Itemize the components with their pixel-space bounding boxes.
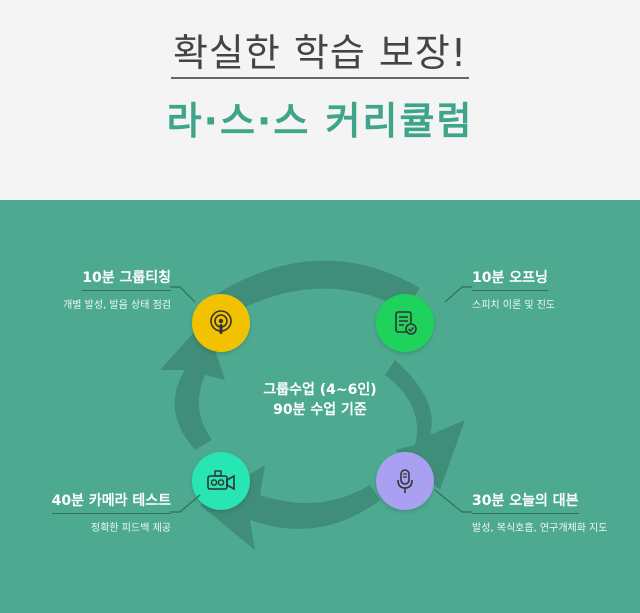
- step-title: 30분 오늘의 대본: [472, 490, 579, 514]
- step-desc: 개별 발성, 발음 상태 점검: [63, 300, 171, 311]
- step-node-opening: [376, 294, 434, 352]
- step-title: 10분 그룹티칭: [82, 267, 171, 291]
- video-camera-icon: [207, 470, 235, 491]
- arrow-left: [160, 320, 225, 450]
- document-check-icon: [395, 311, 417, 335]
- step-label-script: 30분 오늘의 대본 발성, 복식호흡, 연구개체화 지도: [472, 490, 632, 534]
- header-section: 확실한 학습 보장! 라·스·스 커리큘럼: [0, 0, 640, 200]
- step-label-camera-test: 40분 카메라 테스트 정확한 피드백 제공: [16, 490, 171, 534]
- step-label-group-teaching: 10분 그룹티칭 개별 발성, 발음 상태 점검: [36, 267, 171, 311]
- headline: 확실한 학습 보장!: [0, 22, 640, 79]
- connector-lines: [170, 286, 472, 513]
- center-line-1: 그룹수업 (4~6인): [263, 382, 377, 398]
- center-line-2: 90분 수업 기준: [273, 402, 367, 418]
- step-label-opening: 10분 오프닝 스피치 이론 및 진도: [472, 267, 622, 311]
- step-desc: 스피치 이론 및 진도: [472, 300, 556, 311]
- step-desc: 정확한 피드백 제공: [91, 523, 171, 534]
- step-node-camera-test: [192, 452, 250, 510]
- subheadline: 라·스·스 커리큘럼: [166, 99, 474, 143]
- podcast-icon: [210, 310, 232, 334]
- headline-text: 확실한 학습 보장!: [170, 31, 470, 79]
- curriculum-section: 그룹수업 (4~6인) 90분 수업 기준 10분 그룹티칭 개별 발성, 발음…: [0, 200, 640, 613]
- step-desc: 발성, 복식호흡, 연구개체화 지도: [472, 523, 608, 534]
- step-node-group-teaching: [192, 294, 250, 352]
- center-info: 그룹수업 (4~6인) 90분 수업 기준: [220, 380, 420, 420]
- step-title: 10분 오프닝: [472, 267, 548, 291]
- step-title: 40분 카메라 테스트: [51, 490, 171, 514]
- step-node-script: [376, 452, 434, 510]
- microphone-icon: [397, 469, 413, 493]
- arrow-top: [215, 260, 420, 315]
